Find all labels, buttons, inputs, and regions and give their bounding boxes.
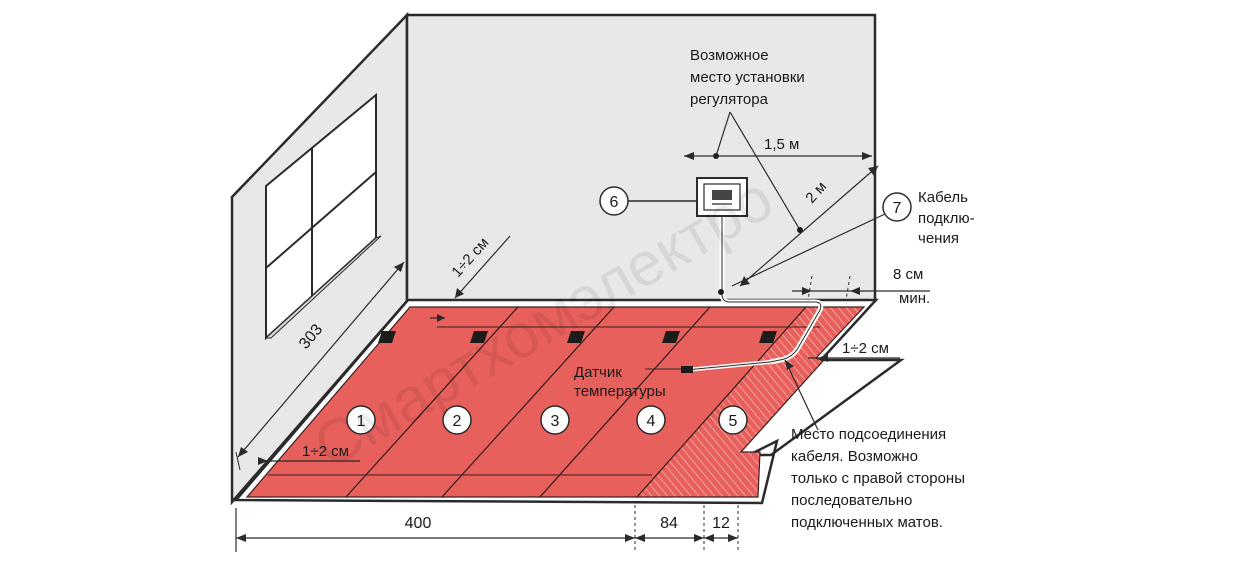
side-gap-min-label: мин. (899, 290, 930, 307)
mat-1-circle (346, 405, 376, 435)
cable-text: Кабель подклю- чения (918, 189, 979, 247)
heating-mats (245, 306, 866, 498)
mat-5-number: 5 (729, 413, 738, 430)
dim-12-label: 12 (712, 515, 730, 532)
temperature-sensor (645, 360, 771, 373)
mat-5-circle (718, 405, 748, 435)
mat-4-number: 4 (647, 413, 656, 430)
mat-3-circle (540, 405, 570, 435)
callout-7-label: 7 (893, 200, 902, 217)
mat-5 (635, 306, 866, 498)
right-gap-label: 1÷2 см (842, 340, 889, 357)
left-gap-label: 1÷2 см (302, 443, 349, 460)
callout-6-label: 6 (610, 194, 619, 211)
regulator-text: Возможное место установки регулятора (690, 47, 809, 108)
dim-400-label: 400 (405, 515, 432, 532)
connectors (378, 331, 777, 343)
callout-7-circle (882, 192, 912, 222)
connection-text: Место подсоединения кабеля. Возможно тол… (791, 426, 969, 531)
mat-numbers: 1 2 3 4 5 (346, 405, 748, 435)
mat-3-number: 3 (551, 413, 560, 430)
mat-1-number: 1 (357, 413, 366, 430)
callout-6-circle (599, 186, 629, 216)
side-gap-label: 8 см (893, 266, 923, 283)
mat-2-circle (442, 405, 472, 435)
dist-horizontal-label: 1,5 м (764, 136, 799, 153)
mat-2-number: 2 (453, 413, 462, 430)
window-icon (264, 92, 382, 341)
sensor-text: Датчик температуры (574, 364, 666, 400)
dim-84-label: 84 (660, 515, 678, 532)
mat-4-circle (636, 405, 666, 435)
regulator-icon (696, 177, 748, 217)
